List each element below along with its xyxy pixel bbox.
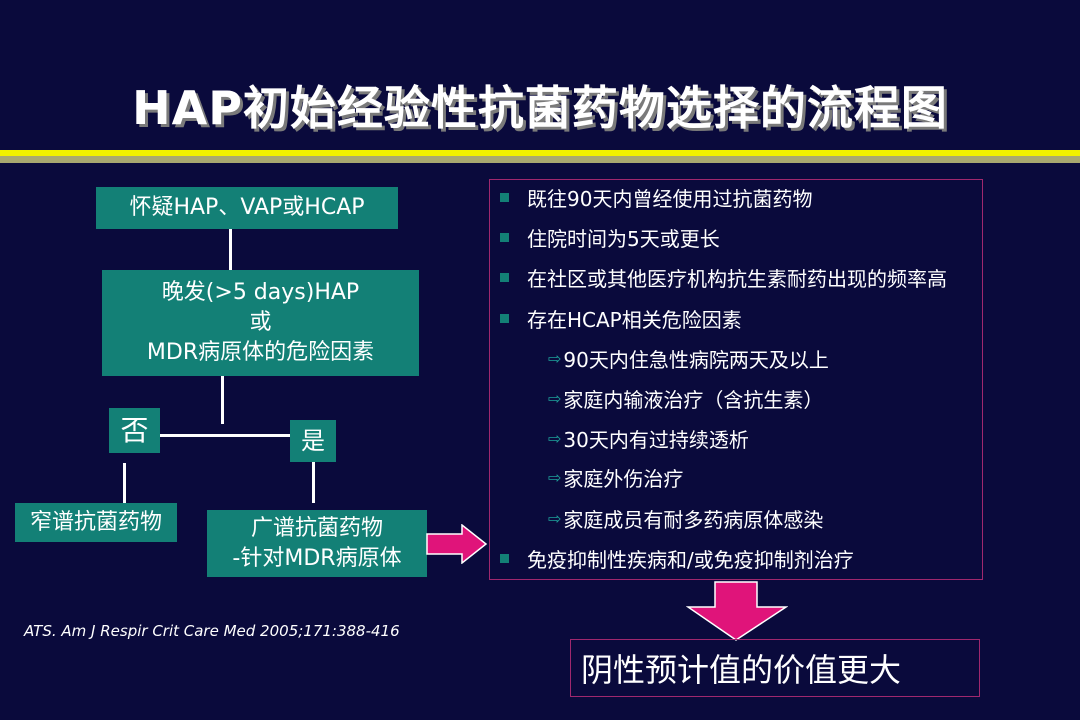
broad-spectrum-node: 广谱抗菌药物 -针对MDR病原体 — [207, 510, 427, 577]
criteria-item: 住院时间为5天或更长 — [500, 225, 720, 251]
criteria-item: 免疫抑制性疾病和/或免疫抑制剂治疗 — [500, 546, 854, 572]
connector-yes-result — [312, 462, 315, 503]
connector-decision-branch — [221, 376, 224, 424]
right-arrow-icon — [426, 524, 488, 564]
square-bullet-icon — [500, 553, 509, 563]
criteria-item: 存在HCAP相关危险因素 — [500, 306, 742, 332]
outline-arrow-icon: ⇨ — [548, 508, 562, 528]
title-divider-olive — [0, 156, 1080, 163]
narrow-spectrum-node: 窄谱抗菌药物 — [15, 503, 177, 542]
broad-spectrum-line1: 广谱抗菌药物 — [250, 515, 383, 541]
criteria-sub-item-text: 家庭外伤治疗 — [563, 466, 684, 491]
connector-branch-horizontal — [160, 434, 290, 437]
criteria-item-text: 存在HCAP相关危险因素 — [527, 307, 742, 332]
conclusion-box: 阴性预计值的价值更大 — [570, 639, 980, 697]
decision-node: 晚发(>5 days)HAP 或 MDR病原体的危险因素 — [102, 270, 419, 376]
criteria-sub-item-text: 家庭成员有耐多药病原体感染 — [563, 507, 824, 532]
mdr-risk-criteria-box: 既往90天内曾经使用过抗菌药物 住院时间为5天或更长 在社区或其他医疗机构抗生素… — [489, 179, 983, 580]
decision-line-late-hap: 晚发(>5 days)HAP — [161, 280, 360, 305]
decision-line-or: 或 — [249, 310, 272, 335]
criteria-sub-item-text: 30天内有过持续透析 — [563, 427, 749, 452]
criteria-sub-item: ⇨ 30天内有过持续透析 — [548, 426, 749, 452]
yes-label-box: 是 — [290, 420, 336, 462]
square-bullet-icon — [500, 192, 509, 202]
criteria-sub-item: ⇨ 家庭外伤治疗 — [548, 465, 684, 491]
criteria-item: 既往90天内曾经使用过抗菌药物 — [500, 185, 813, 211]
criteria-item: 在社区或其他医疗机构抗生素耐药出现的频率高 — [500, 265, 947, 291]
down-arrow-icon — [686, 581, 788, 641]
outline-arrow-icon: ⇨ — [548, 467, 562, 487]
criteria-sub-item-text: 家庭内输液治疗（含抗生素） — [563, 387, 824, 412]
title-divider-yellow — [0, 150, 1080, 156]
criteria-sub-item: ⇨ 家庭成员有耐多药病原体感染 — [548, 506, 824, 532]
criteria-item-text: 在社区或其他医疗机构抗生素耐药出现的频率高 — [527, 266, 947, 291]
square-bullet-icon — [500, 272, 509, 282]
no-label-box: 否 — [109, 408, 160, 453]
square-bullet-icon — [500, 232, 509, 242]
criteria-sub-item: ⇨ 家庭内输液治疗（含抗生素） — [548, 386, 824, 412]
outline-arrow-icon: ⇨ — [548, 428, 562, 448]
criteria-sub-item-text: 90天内住急性病院两天及以上 — [563, 347, 829, 372]
slide-title: HAP初始经验性抗菌药物选择的流程图 — [132, 81, 948, 135]
connector-start-decision — [229, 229, 232, 270]
outline-arrow-icon: ⇨ — [548, 388, 562, 408]
criteria-item-text: 住院时间为5天或更长 — [527, 226, 720, 251]
square-bullet-icon — [500, 313, 509, 323]
criteria-sub-item: ⇨ 90天内住急性病院两天及以上 — [548, 346, 829, 372]
start-node: 怀疑HAP、VAP或HCAP — [96, 187, 398, 229]
broad-spectrum-line2: -针对MDR病原体 — [232, 545, 402, 571]
outline-arrow-icon: ⇨ — [548, 348, 562, 368]
connector-no-result — [123, 463, 126, 503]
criteria-item-text: 免疫抑制性疾病和/或免疫抑制剂治疗 — [527, 547, 854, 572]
criteria-item-text: 既往90天内曾经使用过抗菌药物 — [527, 186, 813, 211]
reference-citation: ATS. Am J Respir Crit Care Med 2005;171:… — [24, 622, 400, 640]
decision-line-mdr-risk: MDR病原体的危险因素 — [146, 340, 375, 365]
